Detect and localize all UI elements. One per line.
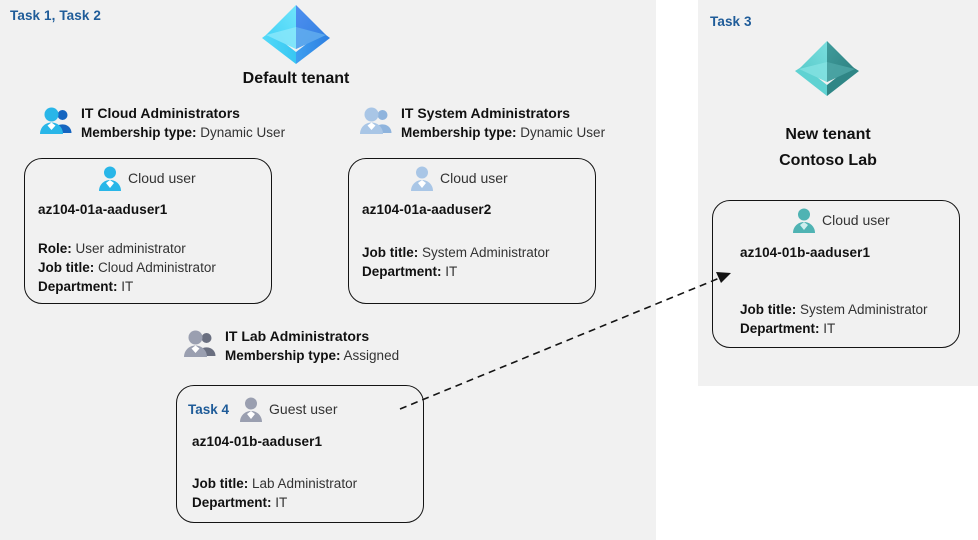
membership-value: Assigned [343,348,400,363]
attr-key: Job title: [192,476,249,491]
card-1-attributes: Role: User administrator Job title: Clou… [38,239,216,296]
attr-key: Job title: [740,302,797,317]
card-2-username: az104-01a-aaduser2 [362,202,492,217]
attribute-row: Department: IT [740,319,928,338]
group-name: IT Cloud Administrators [81,105,240,121]
attribute-row: Job title: System Administrator [740,300,928,319]
attribute-row: Job title: System Administrator [362,243,550,262]
attr-key: Department: [362,264,442,279]
azure-tenant-icon [256,2,336,64]
group-name: IT System Administrators [401,105,571,121]
cloud-user-icon [410,165,434,191]
attribute-row: Job title: Lab Administrator [192,474,357,493]
attr-key: Department: [192,495,272,510]
group-it-system-administrators: IT System Administrators Membership type… [360,105,605,141]
attr-value: System Administrator [800,302,928,317]
attribute-row: Department: IT [192,493,357,512]
attr-value: IT [121,279,134,294]
group-users-icon [360,105,394,137]
card-3-attributes: Job title: Lab Administrator Department:… [192,474,357,512]
task-label-1-2: Task 1, Task 2 [10,8,101,23]
card-3-username: az104-01b-aaduser1 [192,434,323,449]
azure-tenant-icon [790,38,864,96]
card-4-user-type: Cloud user [822,212,890,228]
cloud-user-icon [98,165,122,191]
attr-key: Job title: [38,260,95,275]
group-it-lab-administrators: IT Lab Administrators Membership type: A… [184,328,399,364]
attribute-row: Job title: Cloud Administrator [38,258,216,277]
default-tenant-panel [0,0,656,540]
user-card-guest-az104-01b-aaduser1 [176,385,424,523]
card-3-header: Task 4 Guest user [188,396,338,422]
attribute-row: Department: IT [362,262,550,281]
membership-key: Membership type: [81,125,197,140]
membership-value: Dynamic User [200,125,286,140]
attr-key: Role: [38,241,72,256]
default-tenant-label: Default tenant [242,70,350,87]
attr-value: Lab Administrator [252,476,358,491]
card-3-user-type: Guest user [269,401,338,417]
attr-value: IT [823,321,836,336]
user-card-cloud-az104-01b-aaduser1 [712,200,960,348]
card-4-header: Cloud user [792,207,890,233]
group-membership: Membership type: Dynamic User [81,124,285,141]
card-1-user-type: Cloud user [128,170,196,186]
new-tenant-label-line2: Contoso Lab [779,152,877,169]
card-2-attributes: Job title: System Administrator Departme… [362,243,550,281]
attr-key: Job title: [362,245,419,260]
new-tenant-label-line1: New tenant [785,126,871,143]
attr-key: Department: [38,279,118,294]
group-name: IT Lab Administrators [225,328,370,344]
attr-value: System Administrator [422,245,550,260]
attr-value: IT [275,495,288,510]
membership-key: Membership type: [225,348,341,363]
cloud-user-icon [792,207,816,233]
group-users-icon [40,105,74,137]
card-1-username: az104-01a-aaduser1 [38,202,168,217]
attr-value: IT [445,264,458,279]
attribute-row: Role: User administrator [38,239,216,258]
attribute-row: Department: IT [38,277,216,296]
card-2-user-type: Cloud user [440,170,508,186]
membership-key: Membership type: [401,125,517,140]
card-1-header: Cloud user [98,165,196,191]
group-users-icon [184,328,218,360]
attr-value: User administrator [75,241,186,256]
card-4-username: az104-01b-aaduser1 [740,245,871,260]
card-4-attributes: Job title: System Administrator Departme… [740,300,928,338]
group-membership: Membership type: Assigned [225,347,399,364]
task-label-4: Task 4 [188,401,230,417]
group-membership: Membership type: Dynamic User [401,124,605,141]
group-it-cloud-administrators: IT Cloud Administrators Membership type:… [40,105,285,141]
task-label-3: Task 3 [710,14,752,29]
attr-value: Cloud Administrator [98,260,216,275]
user-card-az104-01a-aaduser1 [24,158,272,304]
guest-user-icon [239,396,263,422]
membership-value: Dynamic User [520,125,606,140]
attr-key: Department: [740,321,820,336]
card-2-header: Cloud user [410,165,508,191]
